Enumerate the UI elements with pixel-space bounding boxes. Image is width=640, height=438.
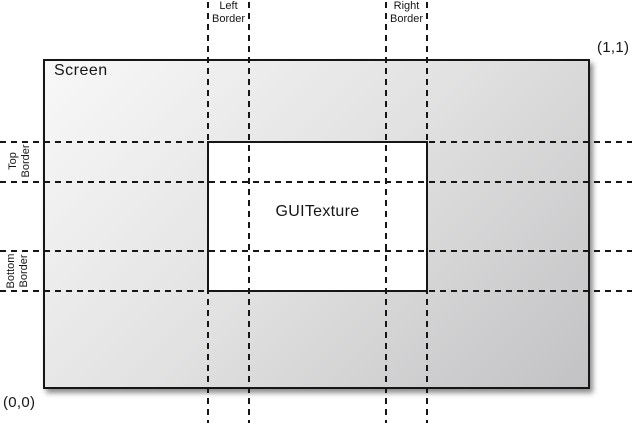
top-border-label-line2: Border <box>20 144 32 178</box>
right-border-outer-line <box>426 2 428 423</box>
left-border-label: Left Border <box>207 0 250 26</box>
left-border-outer-line <box>207 2 209 423</box>
top-border-label: Top Border <box>7 138 33 184</box>
bottom-border-label-line2: Border <box>18 254 30 288</box>
left-border-inner-line <box>248 2 250 423</box>
bottom-border-inner-line <box>0 250 632 252</box>
coordinate-top-right: (1,1) <box>597 39 630 56</box>
bottom-border-outer-line <box>0 290 632 292</box>
right-border-label-line1: Right <box>393 0 420 12</box>
bottom-border-label-line1: Bottom <box>5 253 17 289</box>
right-border-inner-line <box>385 2 387 423</box>
left-border-label-line1: Left <box>219 0 238 12</box>
bottom-border-label: Bottom Border <box>5 248 31 294</box>
left-border-label-line2: Border <box>211 13 246 25</box>
right-border-label: Right Border <box>385 0 428 26</box>
guitexture-rect <box>207 141 428 292</box>
top-border-label-line1: Top <box>7 152 19 170</box>
screen-label: Screen <box>54 62 108 79</box>
guitexture-label: GUITexture <box>275 203 360 220</box>
top-border-outer-line <box>0 141 632 143</box>
right-border-label-line2: Border <box>389 13 424 25</box>
top-border-inner-line <box>0 181 632 183</box>
coordinate-bottom-left: (0,0) <box>3 394 36 411</box>
